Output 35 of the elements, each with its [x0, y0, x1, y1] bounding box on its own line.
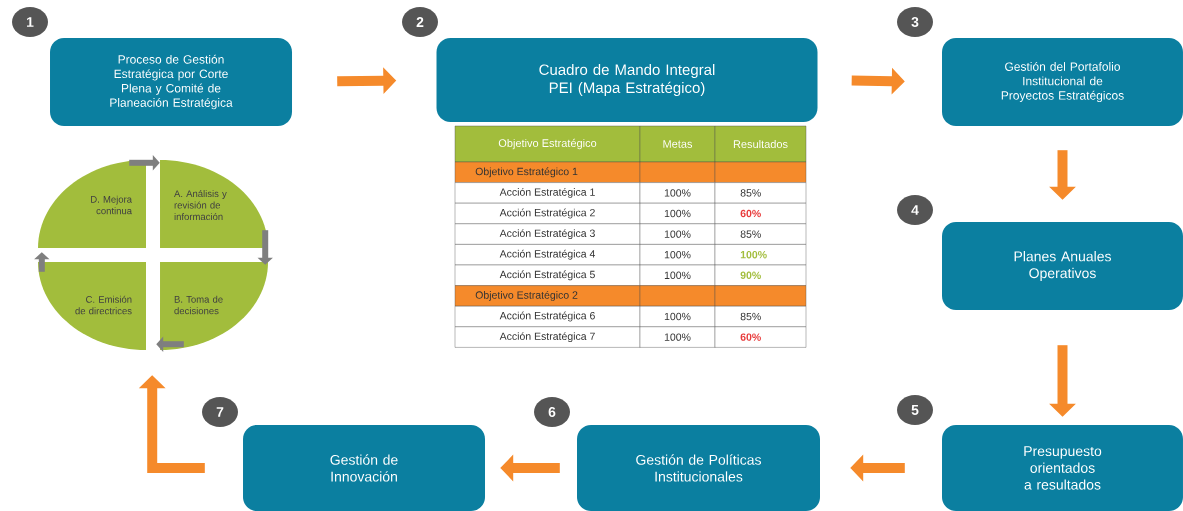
number-badge: 4	[897, 195, 933, 225]
table-cell: Resultados	[714, 125, 807, 163]
number-badge: 3	[897, 7, 933, 37]
table-cell: Metas	[639, 125, 716, 163]
process-box: Cuadro de Mando Integral PEI (Mapa Estratégico)	[436, 38, 818, 122]
number-badge: 2	[402, 7, 438, 37]
table-cell: 100%	[639, 203, 716, 224]
quadrant-segment: A. Análisis y revisión de información	[160, 160, 268, 248]
table-cell: 100%	[639, 223, 716, 245]
table-cell: 100%	[639, 182, 716, 204]
number-badge: 6	[534, 397, 570, 427]
number-badge: 1	[12, 7, 48, 37]
process-box: Presupuesto orientados a resultados	[942, 425, 1183, 511]
process-box: Proceso de Gestión Estratégica por Corte Plena y Comité de Planeación Estratégica	[50, 38, 292, 126]
table-cell: 85%	[714, 223, 807, 245]
table-cell: 100%	[639, 306, 716, 327]
quadrant-segment: C. Emisión de directrices	[38, 262, 146, 350]
table-cell: 60%	[714, 326, 807, 348]
arrow	[138, 375, 205, 473]
number-badge: 5	[897, 395, 933, 425]
quadrant-segment: B. Toma de decisiones	[160, 262, 268, 350]
process-box: Gestión del Portafolio Institucional de Proyectos Estratégicos	[942, 38, 1183, 126]
table-cell: 60%	[714, 203, 807, 224]
table-cell: 100%	[639, 326, 716, 348]
table-cell: 100%	[639, 264, 716, 286]
table-cell: 90%	[714, 264, 807, 286]
process-box: Planes Anuales Operativos	[942, 222, 1183, 310]
process-box: Gestión de Innovación	[243, 425, 485, 511]
number-badge: 7	[202, 397, 238, 427]
table-cell: 85%	[714, 306, 807, 327]
table-cell: 85%	[714, 182, 807, 204]
table-cell: 100%	[639, 244, 716, 266]
process-box: Gestión de Políticas Institucionales	[577, 425, 820, 511]
quadrant-segment: D. Mejora continua	[38, 160, 146, 248]
table-cell: 100%	[714, 244, 807, 266]
